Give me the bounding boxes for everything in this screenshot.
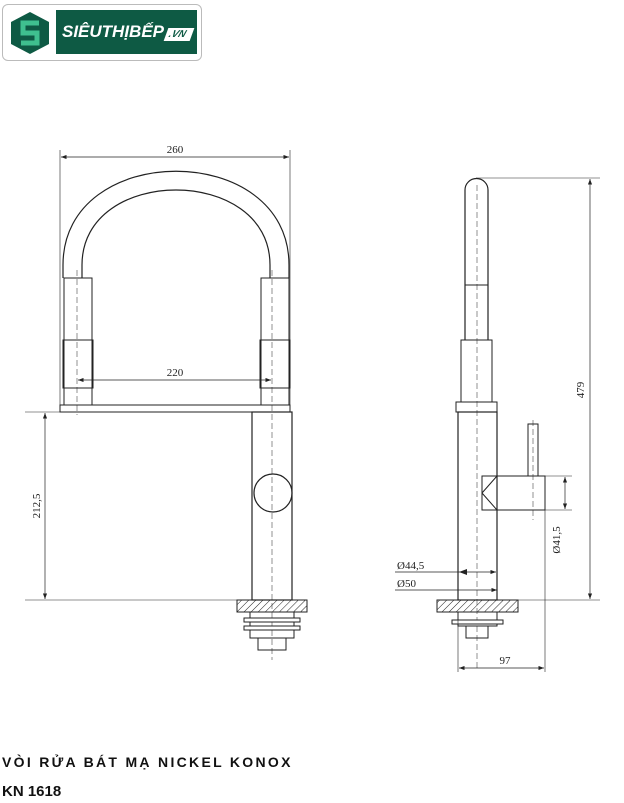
dim-base-dia: Ø50	[397, 578, 416, 590]
product-model: KN 1618	[2, 783, 62, 800]
side-view	[395, 177, 600, 672]
dim-handle-dia: Ø41,5	[551, 526, 563, 554]
dim-front-inner-width: 220	[167, 367, 184, 379]
front-view	[25, 150, 308, 660]
logo-text: SIÊUTHỊBẾP.VN	[56, 10, 197, 54]
product-title: VÒI RỬA BÁT MẠ NICKEL KONOX	[2, 754, 293, 770]
logo-mark-icon	[11, 12, 49, 54]
logo: SIÊUTHỊBẾP.VN	[2, 4, 202, 61]
dim-side-depth: 97	[500, 655, 512, 667]
dim-body-dia: Ø44,5	[397, 560, 425, 572]
dim-front-height: 212,5	[31, 493, 43, 518]
dim-front-width: 260	[167, 144, 184, 156]
logo-name: SIÊUTHỊBẾP	[62, 22, 165, 41]
dim-side-height: 479	[575, 381, 587, 398]
